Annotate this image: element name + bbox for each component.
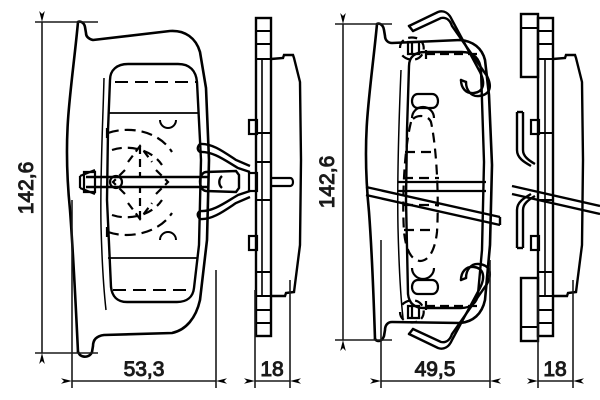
right-pad-outer-contour: [373, 22, 494, 343]
right-wire-spring-top: [407, 10, 491, 98]
right-hole-oval-bottom: [410, 278, 440, 296]
right-side-plate: [536, 16, 555, 338]
right-side-tab-lower: [529, 234, 541, 252]
right-thk-label: 18: [543, 358, 566, 381]
right-hole-round-top: [410, 105, 436, 119]
left-notch-lower-icon: [159, 231, 177, 241]
left-notch-upper-icon: [159, 119, 177, 129]
wear-chevron-right: [155, 169, 170, 195]
left-pad-lining-contour: [105, 62, 203, 304]
left-pad-inner-edge: [100, 77, 107, 311]
right-side-tab-upper: [529, 118, 541, 136]
left-side-lining-profile: [270, 53, 303, 298]
right-side-diag-1: [511, 184, 600, 208]
right-width-label: 49,5: [415, 358, 456, 381]
right-height-label: 142,6: [316, 156, 339, 209]
right-diag-line-2: [365, 193, 501, 227]
left-height-label: 142,6: [15, 162, 38, 215]
wear-arc-upper-inner: [111, 146, 163, 166]
right-hole-oval-top: [410, 92, 440, 110]
right-pad-outer-contour-left: [364, 22, 379, 341]
left-side-tab-upper: [247, 118, 259, 136]
dimension-annotations: 142,6 53,3 18 142,6 49,5 18: [15, 11, 584, 388]
left-pad-front-view: [65, 20, 211, 358]
left-pad-side-view: [196, 16, 303, 338]
left-pad-outer-contour: [76, 20, 211, 358]
left-width-label: 53,3: [124, 358, 165, 381]
right-hole-round-bottom: [410, 267, 436, 281]
wear-chevron-left: [111, 169, 126, 195]
left-side-tab-lower: [247, 234, 259, 252]
right-pad-inner-edge: [396, 69, 404, 319]
wear-arc-upper-outer: [107, 128, 173, 153]
right-pad-front-view: [364, 10, 502, 350]
left-retaining-clip: [196, 142, 251, 221]
left-side-center-pin: [271, 176, 295, 188]
wear-arc-lower-inner: [111, 199, 163, 219]
right-diag-line-1: [365, 185, 501, 219]
right-side-wire-spring: [515, 110, 536, 250]
wear-arc-lower-outer: [107, 212, 173, 236]
left-thk-label: 18: [260, 358, 283, 381]
right-side-lining-profile: [552, 53, 585, 298]
left-center-pin-clip: [78, 168, 209, 196]
left-side-tab-center: [247, 171, 259, 193]
right-pad-side-view: [511, 12, 600, 343]
right-side-diag-2: [511, 192, 600, 216]
right-side-shim-top: [519, 12, 540, 79]
left-pad-outer-contour-lower-left: [65, 20, 80, 354]
